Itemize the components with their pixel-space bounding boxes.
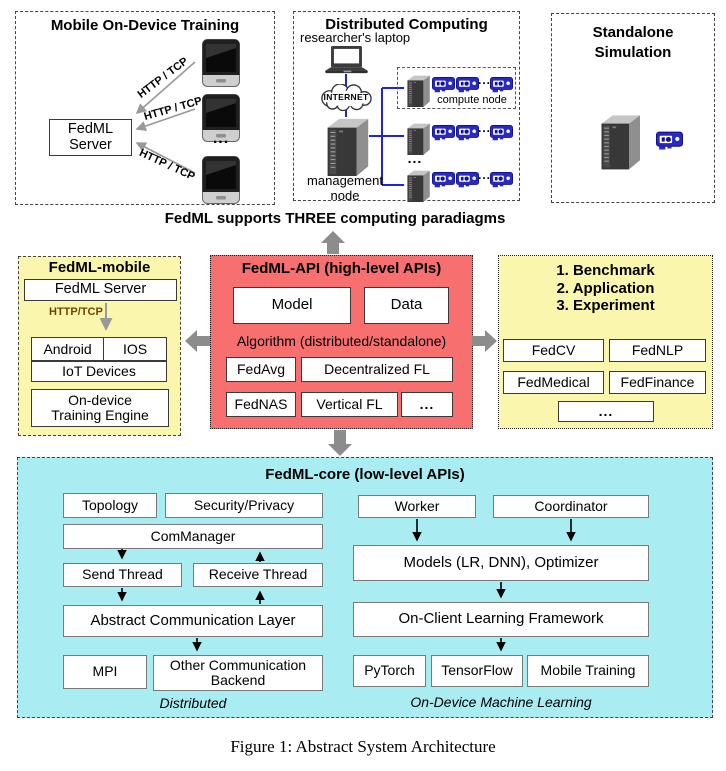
distributed-computing-title: Distributed Computing <box>325 16 488 33</box>
gpu-icon <box>456 125 479 141</box>
decentralized-fl-box: Decentralized FL <box>301 357 453 382</box>
server-icon <box>404 169 430 202</box>
on-device-ml-label: On-Device Machine Learning <box>410 694 592 710</box>
gpu-icon <box>490 125 513 141</box>
phone-icon <box>202 156 240 204</box>
more-apps-box: ... <box>558 401 654 422</box>
http-tcp-label: HTTP / TCP <box>135 55 191 101</box>
compute-node-label: compute node <box>437 94 507 106</box>
data-box: Data <box>364 287 449 324</box>
fedml-server-node: FedML Server <box>49 119 132 156</box>
coordinator-box: Coordinator <box>493 495 649 518</box>
left-block-arrow-icon <box>185 330 210 352</box>
gpu-ellipsis: ... <box>478 73 492 87</box>
phone-icon <box>202 39 240 87</box>
fedml-mobile-panel: FedML-mobile FedML Server HTTP/TCP Andro… <box>18 256 181 436</box>
fedml-mobile-title: FedML-mobile <box>48 259 151 276</box>
server-icon <box>321 116 369 176</box>
servers-ellipsis: ... <box>407 150 423 166</box>
mobile-training-title: Mobile On-Device Training <box>50 17 240 34</box>
mobile-training-box: Mobile Training <box>527 655 649 687</box>
more-algos-box: ... <box>401 392 453 417</box>
algorithm-label: Algorithm (distributed/standalone) <box>236 333 447 349</box>
paradigms-caption: FedML supports THREE computing paradiagm… <box>164 210 506 227</box>
tensorflow-box: TensorFlow <box>431 655 523 687</box>
server-icon <box>404 74 430 107</box>
pytorch-box: PyTorch <box>353 655 426 687</box>
models-optimizer-box: Models (LR, DNN), Optimizer <box>353 545 649 581</box>
send-thread-box: Send Thread <box>63 563 182 587</box>
up-block-arrow-icon <box>321 231 345 254</box>
platform-box: Android IOS <box>31 337 167 361</box>
gpu-ellipsis: ... <box>478 121 492 135</box>
other-comm-backend-box: Other Communication Backend <box>153 655 323 691</box>
gpu-ellipsis: ... <box>478 168 492 182</box>
distributed-computing-panel: Distributed Computing researcher's lapto… <box>293 11 520 203</box>
applications-list: 1. Benchmark 2. Application 3. Experimen… <box>556 262 655 315</box>
gpu-icon <box>456 172 479 188</box>
internet-label: INTERNET <box>323 92 369 102</box>
fedml-server-box: FedML Server <box>24 279 177 301</box>
fedfinance-box: FedFinance <box>609 371 706 394</box>
http-tcp-protocol-label: HTTP/TCP <box>49 306 103 318</box>
mpi-box: MPI <box>63 655 147 689</box>
topology-box: Topology <box>63 493 157 518</box>
http-tcp-label: HTTP / TCP <box>142 95 204 123</box>
compute-node-box <box>397 67 516 109</box>
gpu-icon <box>432 77 455 93</box>
gpu-icon <box>456 77 479 93</box>
training-engine-box: On-device Training Engine <box>31 389 169 427</box>
gpu-icon <box>432 125 455 141</box>
applications-panel: 1. Benchmark 2. Application 3. Experimen… <box>498 255 713 429</box>
gpu-icon <box>490 172 513 188</box>
right-block-arrow-icon <box>472 330 497 352</box>
fedavg-box: FedAvg <box>226 357 296 382</box>
gpu-icon <box>490 77 513 93</box>
ios-cell: IOS <box>123 341 148 357</box>
standalone-simulation-panel: Standalone Simulation <box>551 13 715 203</box>
distributed-label: Distributed <box>159 695 227 711</box>
worker-box: Worker <box>358 495 476 518</box>
management-node-label: management node <box>307 173 383 203</box>
abstract-comm-layer-box: Abstract Communication Layer <box>63 605 323 637</box>
security-privacy-box: Security/Privacy <box>165 493 323 518</box>
figure-caption: Figure 1: Abstract System Architecture <box>230 737 496 756</box>
fedml-api-title: FedML-API (high-level APIs) <box>241 260 442 277</box>
onclient-framework-box: On-Client Learning Framework <box>353 602 649 637</box>
fedmedical-box: FedMedical <box>503 371 604 394</box>
gpu-icon <box>656 131 683 151</box>
fednas-box: FedNAS <box>226 392 296 417</box>
server-icon <box>596 106 640 176</box>
vertical-fl-box: Vertical FL <box>301 392 398 417</box>
android-cell: Android <box>32 338 105 360</box>
fedcv-box: FedCV <box>503 339 604 362</box>
http-tcp-label: HTTP / TCP <box>137 146 197 184</box>
laptop-icon <box>324 46 369 75</box>
receive-thread-box: Receive Thread <box>193 563 323 587</box>
gpu-icon <box>432 172 455 188</box>
phones-ellipsis: ... <box>212 130 230 147</box>
fedml-core-title: FedML-core (low-level APIs) <box>265 466 465 483</box>
fednlp-box: FedNLP <box>609 339 706 362</box>
laptop-label: researcher's laptop <box>300 30 411 45</box>
fedml-api-panel: FedML-API (high-level APIs) Model Data A… <box>210 255 473 429</box>
fedml-core-panel: FedML-core (low-level APIs) Topology Sec… <box>17 457 713 718</box>
standalone-simulation-title: Standalone Simulation <box>592 24 674 62</box>
mobile-training-panel: Mobile On-Device Training FedML Server .… <box>15 11 275 205</box>
model-box: Model <box>233 287 351 324</box>
iot-devices-box: IoT Devices <box>31 361 167 382</box>
down-block-arrow-icon <box>328 430 352 456</box>
commanager-box: ComManager <box>63 524 323 549</box>
